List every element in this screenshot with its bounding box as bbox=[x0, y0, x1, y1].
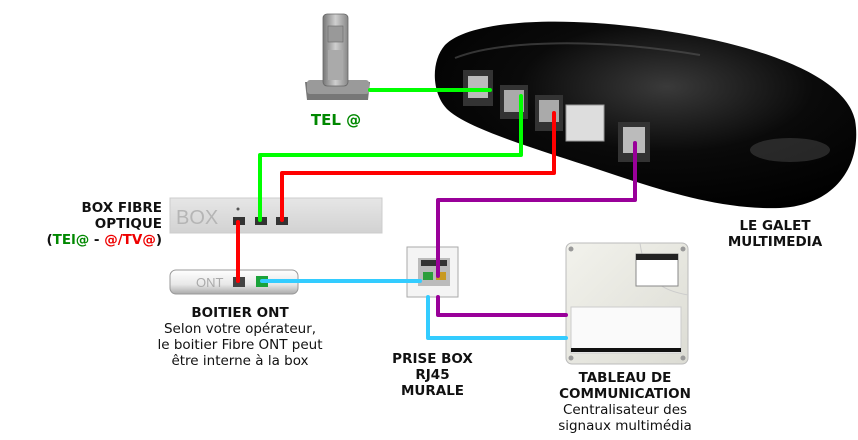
box-label: BOX FIBRE OPTIQUE (TEl@ - @/TV@) bbox=[20, 200, 162, 248]
services-internet: @/TV@ bbox=[104, 232, 156, 248]
wall-socket-icon bbox=[406, 246, 459, 298]
services-paren: ( bbox=[46, 232, 53, 248]
prise-title-line1: PRISE BOX bbox=[392, 351, 473, 367]
prise-title-line2: RJ45 bbox=[415, 367, 450, 383]
tableau-desc-line2: signaux multimédia bbox=[558, 418, 692, 434]
phone-label-text: TEL @ bbox=[310, 111, 362, 129]
cables bbox=[236, 88, 637, 340]
tableau-title-line2: COMMUNICATION bbox=[559, 386, 691, 402]
phone-label: TEL @ bbox=[296, 112, 376, 128]
svg-text:BOX: BOX bbox=[176, 207, 218, 229]
ont-desc-line1: Selon votre opérateur, bbox=[163, 321, 317, 337]
cable-internet-box bbox=[280, 111, 556, 222]
ont-title: BOITIER ONT bbox=[191, 305, 289, 321]
svg-text:ONT: ONT bbox=[196, 275, 224, 290]
box-title-line2: OPTIQUE bbox=[94, 216, 162, 232]
cable-fiber-panel bbox=[426, 295, 568, 340]
services-paren-close: ) bbox=[155, 232, 162, 248]
cable-tel-box bbox=[258, 94, 523, 222]
ont-label: BOITIER ONT Selon votre opérateur, le bo… bbox=[125, 305, 355, 369]
tableau-desc-line1: Centralisateur des bbox=[562, 402, 688, 418]
box-fibre-icon: BOX bbox=[169, 197, 383, 234]
galet-title-line1: LE GALET bbox=[739, 218, 811, 234]
services-tel: TEl@ bbox=[52, 232, 90, 248]
cable-tv-galet bbox=[436, 141, 637, 278]
galet-icon bbox=[434, 21, 857, 209]
box-services: (TEl@ - @/TV@) bbox=[20, 232, 162, 248]
panel-icon bbox=[565, 242, 689, 365]
cable-tv-panel bbox=[436, 295, 568, 317]
prise-label: PRISE BOX RJ45 MURALE bbox=[375, 351, 490, 399]
port-usb bbox=[565, 104, 605, 142]
ont-desc-line2: le boitier Fibre ONT peut bbox=[157, 337, 323, 353]
prise-title-line3: MURALE bbox=[400, 383, 465, 399]
ont-desc-line3: être interne à la box bbox=[171, 353, 309, 369]
services-sep: - bbox=[89, 232, 105, 248]
galet-label: LE GALET MULTIMEDIA bbox=[700, 218, 850, 250]
phone-icon bbox=[305, 13, 370, 100]
galet-title-line2: MULTIMEDIA bbox=[727, 234, 823, 250]
tableau-label: TABLEAU DE COMMUNICATION Centralisateur … bbox=[525, 370, 725, 434]
tableau-title-line1: TABLEAU DE bbox=[578, 370, 672, 386]
box-title-line1: BOX FIBRE bbox=[81, 200, 162, 216]
